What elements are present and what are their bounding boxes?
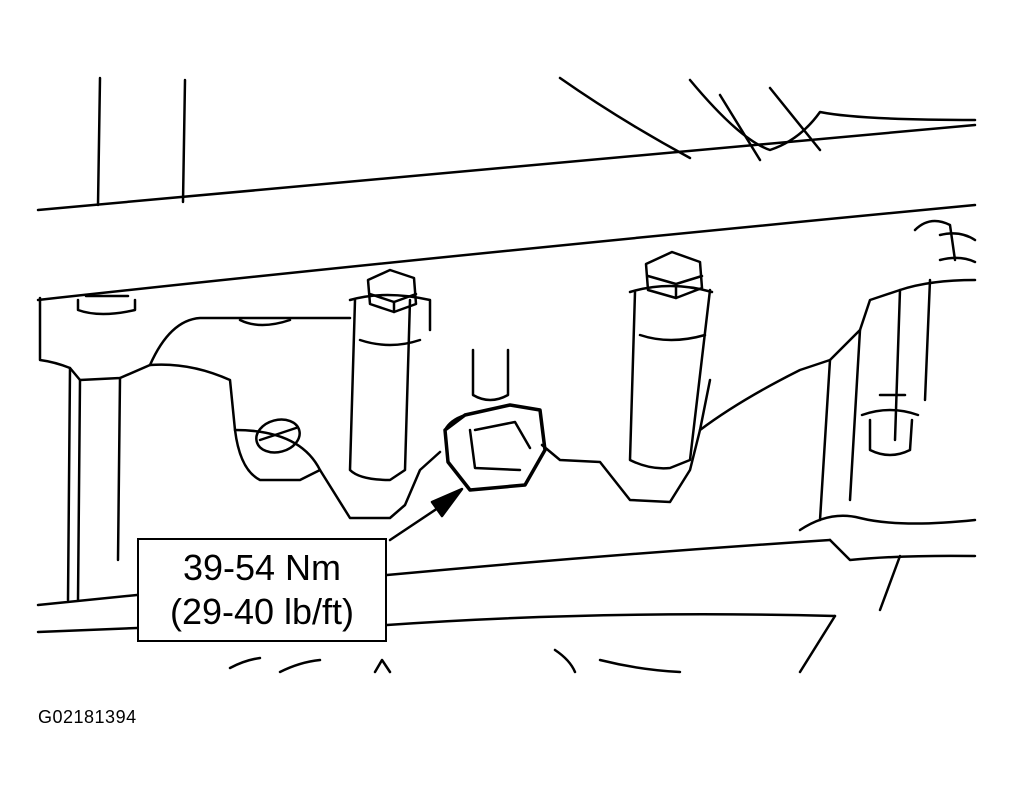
center-right-bolt <box>628 250 714 470</box>
oval-slot <box>255 418 301 454</box>
lower-rail <box>36 514 977 674</box>
torque-nm: 39-54 Nm <box>182 547 342 588</box>
left-bolt <box>76 294 137 316</box>
upper-housing-lines <box>96 76 977 207</box>
figure-id: G02181394 <box>38 707 137 727</box>
cover-casting-outline <box>38 278 977 602</box>
torque-lbft: (29-40 lb/ft) <box>169 591 355 632</box>
drain-plug <box>443 348 547 492</box>
center-left-bolt <box>348 268 432 482</box>
top-right-bolt <box>913 219 977 264</box>
torque-spec-callout: 39-54 Nm (29-40 lb/ft) <box>137 538 387 642</box>
right-bolt <box>860 393 920 457</box>
callout-arrow <box>388 487 464 542</box>
upper-rail <box>36 123 977 302</box>
lower-fragments <box>228 648 682 674</box>
